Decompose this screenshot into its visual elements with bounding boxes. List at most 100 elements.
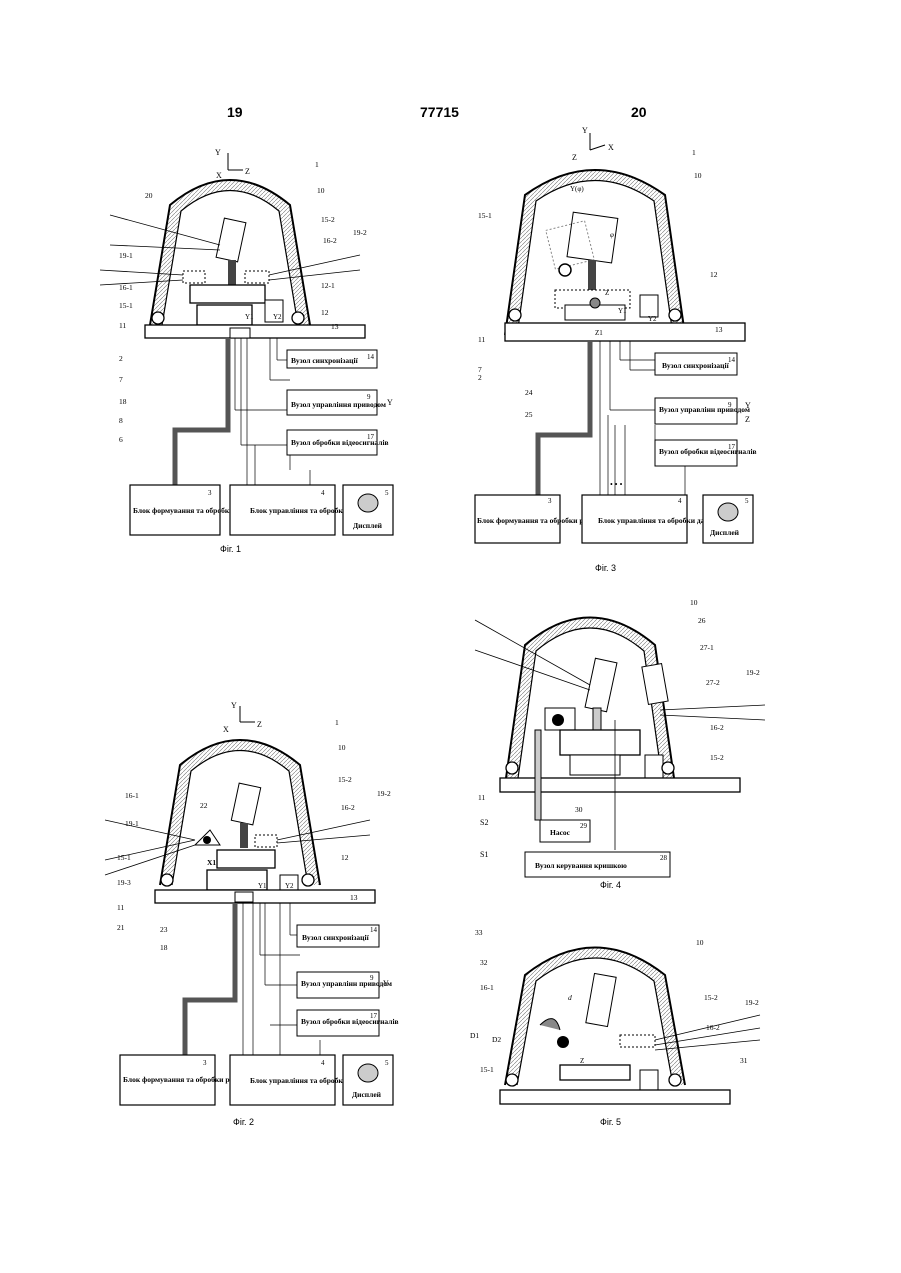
svg-text:Y: Y [745,401,751,410]
svg-text:11: 11 [478,793,485,802]
svg-text:3: 3 [548,497,552,505]
svg-text:Y: Y [387,398,393,407]
svg-text:15-1: 15-1 [480,1065,494,1074]
svg-text:10: 10 [338,743,346,752]
svg-text:15-1: 15-1 [117,853,131,862]
svg-text:Y: Y [215,148,221,157]
page-number-right: 20 [631,104,647,120]
svg-text:4: 4 [678,497,682,505]
svg-text:27-1: 27-1 [700,643,714,652]
svg-text:Дисплей: Дисплей [352,1090,382,1099]
figure-4: Насос29 Вузол керування кришкою28 S2 S1 … [470,590,800,890]
figure-1: Y X Z Y1 Y2 Вузол синхронізації14 Вузол … [95,145,415,565]
svg-text:Насос: Насос [550,828,571,837]
svg-text:16-2: 16-2 [341,803,355,812]
svg-text:12-1: 12-1 [321,281,335,290]
svg-text:15-1: 15-1 [119,301,133,310]
svg-text:Дисплей: Дисплей [710,528,740,537]
svg-text:30: 30 [575,805,583,814]
svg-text:20: 20 [145,191,153,200]
svg-text:32: 32 [480,958,488,967]
svg-text:16-1: 16-1 [125,791,139,800]
svg-text:Дисплей: Дисплей [353,521,383,530]
svg-text:16-2: 16-2 [706,1023,720,1032]
svg-text:15-2: 15-2 [338,775,352,784]
svg-text:X: X [216,171,222,180]
svg-text:Вузол синхронізації: Вузол синхронізації [302,933,370,942]
svg-text:4: 4 [321,1059,325,1067]
svg-text:Y1: Y1 [245,313,254,321]
svg-text:φ: φ [610,231,614,239]
svg-text:d: d [568,993,572,1002]
svg-text:5: 5 [385,1059,389,1067]
svg-text:Y2: Y2 [648,315,657,323]
svg-text:Z1: Z1 [595,329,603,337]
svg-text:12: 12 [341,853,349,862]
svg-text:D1: D1 [470,1031,479,1040]
figure-3: Y X Z φ Y(φ) Z Y1 Z1 Y2 Вузол синхроніза… [470,125,800,575]
svg-text:10: 10 [696,938,704,947]
svg-text:Вузол управлінн приводом: Вузол управлінн приводом [659,405,750,414]
svg-text:7: 7 [119,375,123,384]
svg-text:23: 23 [160,925,168,934]
svg-text:28: 28 [660,854,668,862]
svg-text:S1: S1 [480,850,488,859]
svg-text:Z: Z [572,153,577,162]
svg-text:X: X [223,725,229,734]
svg-text:10: 10 [317,186,325,195]
svg-text:9: 9 [367,393,371,401]
svg-text:9: 9 [728,401,732,409]
svg-text:14: 14 [370,926,378,934]
svg-text:Y1: Y1 [618,307,627,315]
svg-text:16-1: 16-1 [480,983,494,992]
svg-text:13: 13 [715,325,723,334]
svg-text:12: 12 [321,308,329,317]
svg-text:1: 1 [315,160,319,169]
svg-text:Фіг. 1: Фіг. 1 [220,544,241,554]
svg-text:19-2: 19-2 [377,789,391,798]
svg-text:Y: Y [582,126,588,135]
svg-text:29: 29 [580,822,588,830]
svg-text:19-3: 19-3 [117,878,131,887]
svg-text:33: 33 [475,928,483,937]
svg-text:25: 25 [525,410,533,419]
svg-text:11: 11 [119,321,126,330]
svg-text:14: 14 [367,353,375,361]
svg-text:2: 2 [119,354,123,363]
svg-text:16-1: 16-1 [119,283,133,292]
svg-text:S2: S2 [480,818,488,827]
svg-text:D2: D2 [492,1035,501,1044]
axes-icon [228,153,243,170]
svg-text:19-1: 19-1 [125,819,139,828]
svg-text:7: 7 [478,365,482,374]
svg-text:22: 22 [200,801,208,810]
svg-text:1: 1 [692,148,696,157]
svg-text:Вузол управлінн приводом: Вузол управлінн приводом [301,979,392,988]
svg-text:27-2: 27-2 [706,678,720,687]
svg-text:Фіг. 4: Фіг. 4 [600,880,621,890]
svg-text:Вузол обробки відеосигналів: Вузол обробки відеосигналів [659,447,757,456]
svg-text:5: 5 [745,497,749,505]
svg-text:19-2: 19-2 [353,228,367,237]
svg-text:Y: Y [383,979,389,988]
svg-text:Вузол управління приводом: Вузол управління приводом [291,400,386,409]
svg-text:Z: Z [245,167,250,176]
svg-text:4: 4 [321,489,325,497]
svg-text:5: 5 [385,489,389,497]
svg-text:Фіг. 3: Фіг. 3 [595,563,616,573]
svg-text:11: 11 [478,335,485,344]
svg-text:Вузол керування кришкою: Вузол керування кришкою [535,861,627,870]
svg-text:• • •: • • • [610,480,623,489]
svg-text:Вузол синхронізації: Вузол синхронізації [662,361,730,370]
svg-text:19-2: 19-2 [745,998,759,1007]
svg-text:26: 26 [698,616,706,625]
figure-2: Y X Z Y1 Y2 Вузол синхронізації14 Вузол … [95,700,415,1130]
svg-text:31: 31 [740,1056,748,1065]
svg-text:13: 13 [350,893,358,902]
svg-text:Z: Z [580,1057,584,1065]
svg-text:Фіг. 5: Фіг. 5 [600,1117,621,1127]
svg-text:3: 3 [203,1059,207,1067]
svg-text:Y2: Y2 [273,313,282,321]
svg-text:Y(φ): Y(φ) [570,185,584,193]
svg-text:17: 17 [370,1012,378,1020]
